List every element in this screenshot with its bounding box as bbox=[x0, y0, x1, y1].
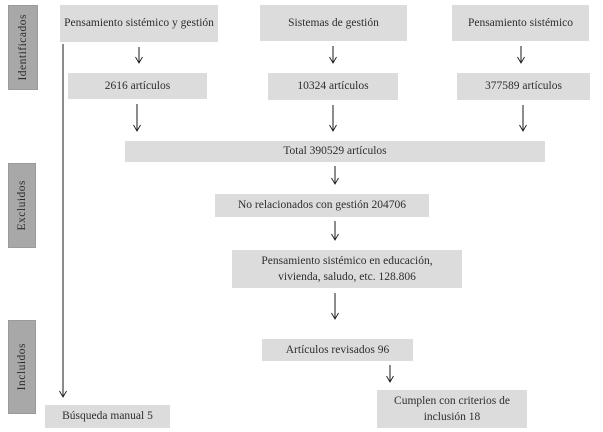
box-articles-count-1-text: 2616 artículos bbox=[104, 79, 171, 92]
box-articles-reviewed: Artículos revisados 96 bbox=[262, 339, 413, 361]
stage-label-identified-text: Identificados bbox=[17, 14, 29, 81]
box-articles-reviewed-text: Artículos revisados 96 bbox=[285, 343, 390, 356]
box-meet-inclusion-criteria: Cumplen con criterios de inclusión 18 bbox=[377, 390, 527, 428]
box-search-term-2-text: Sistemas de gestión bbox=[288, 16, 379, 29]
box-search-term-1: Pensamiento sistémico y gestión bbox=[60, 5, 218, 42]
box-excluded-not-related: No relacionados con gestión 204706 bbox=[215, 194, 429, 217]
box-manual-search-text: Búsqueda manual 5 bbox=[62, 410, 153, 423]
box-articles-count-1: 2616 artículos bbox=[68, 73, 207, 99]
stage-label-excluded: Excluidos bbox=[8, 163, 36, 248]
stage-label-excluded-text: Excluidos bbox=[16, 180, 28, 231]
box-articles-count-2: 10324 artículos bbox=[268, 73, 398, 100]
stage-label-included-text: Incluidos bbox=[16, 343, 28, 391]
box-meet-inclusion-criteria-text: Cumplen con criterios de inclusión 18 bbox=[394, 394, 510, 423]
box-articles-count-3-text: 377589 artículos bbox=[485, 80, 562, 93]
box-articles-count-2-text: 10324 artículos bbox=[297, 80, 369, 93]
box-search-term-3-text: Pensamiento sistémico bbox=[467, 16, 574, 29]
box-total-articles-text: Total 390529 artículos bbox=[283, 145, 387, 158]
box-excluded-other-fields-text: Pensamiento sistémico en educación, vivi… bbox=[261, 254, 433, 283]
box-articles-count-3: 377589 artículos bbox=[457, 73, 590, 100]
box-excluded-other-fields: Pensamiento sistémico en educación, vivi… bbox=[232, 250, 462, 288]
box-manual-search: Búsqueda manual 5 bbox=[45, 405, 170, 428]
box-excluded-not-related-text: No relacionados con gestión 204706 bbox=[238, 199, 406, 212]
box-search-term-3: Pensamiento sistémico bbox=[452, 5, 589, 41]
box-search-term-2: Sistemas de gestión bbox=[260, 5, 407, 41]
box-total-articles: Total 390529 artículos bbox=[125, 141, 545, 162]
box-search-term-1-text: Pensamiento sistémico y gestión bbox=[64, 17, 214, 30]
stage-label-included: Incluidos bbox=[8, 320, 36, 414]
stage-label-identified: Identificados bbox=[8, 5, 38, 90]
